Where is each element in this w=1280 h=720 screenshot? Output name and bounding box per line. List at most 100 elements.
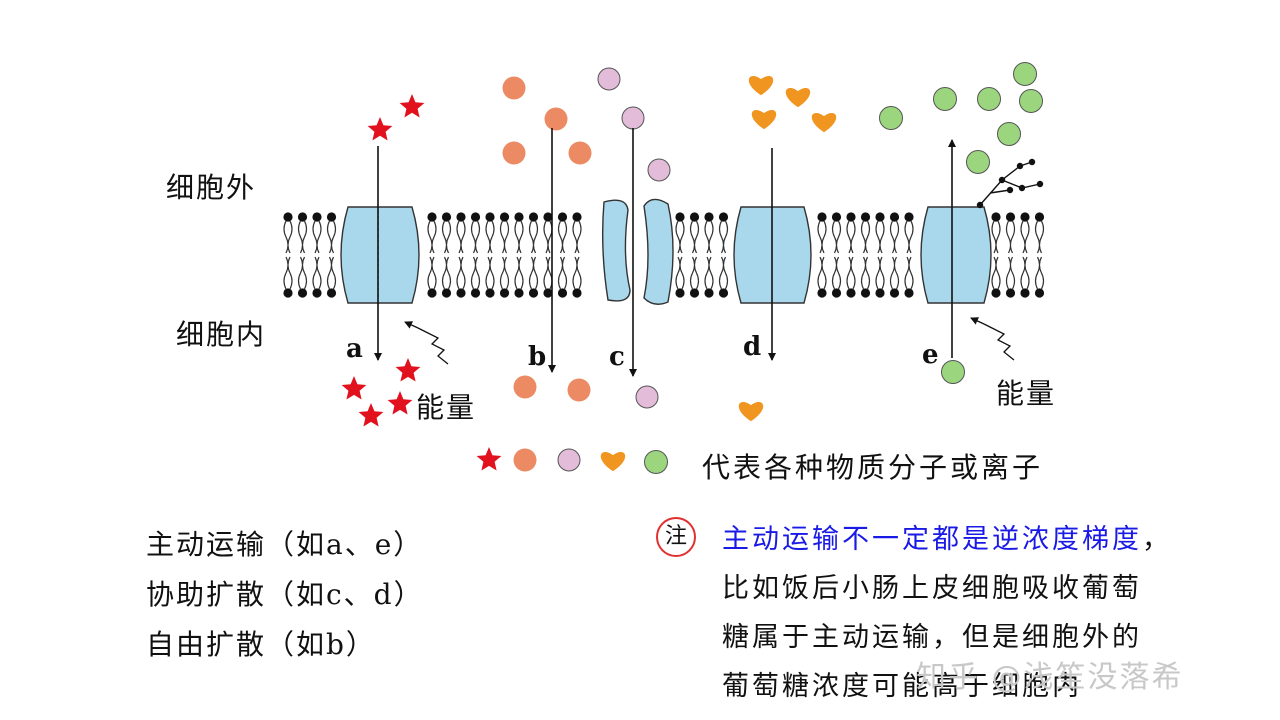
lipid-head-bottom <box>572 288 582 298</box>
lipid-head-top <box>904 212 914 222</box>
lipid-tail-top <box>427 220 437 254</box>
lipid-tail-top <box>557 220 568 254</box>
membrane-proteins <box>340 198 992 305</box>
lipid-head-top <box>689 212 700 222</box>
salmon-molecule <box>544 107 568 131</box>
lipid-tail-bottom <box>817 256 827 290</box>
lipid-head-bottom <box>312 288 322 298</box>
lipid-head-bottom <box>441 288 452 298</box>
lipid-head-top <box>514 212 524 222</box>
heart-molecule <box>738 401 764 422</box>
energy-squiggle-a <box>417 327 449 365</box>
lipid-head-bottom <box>846 288 856 298</box>
lipid-tail-top <box>283 220 293 254</box>
lipid-tail-bottom <box>1034 256 1045 290</box>
lipid-tail-top <box>675 220 685 254</box>
green-molecule <box>997 122 1021 146</box>
lipid-head-bottom <box>528 288 539 298</box>
lipid-head-bottom <box>889 288 900 298</box>
salmon-molecule <box>513 375 537 399</box>
lipid-head-top <box>485 212 495 222</box>
lipid-head-bottom <box>860 288 871 298</box>
lipid-tail-bottom <box>846 256 856 290</box>
lipid-tail-top <box>1020 220 1030 254</box>
lipid-head-bottom <box>297 288 308 298</box>
channel-label-d: d <box>743 332 762 362</box>
lipid-head-top <box>441 212 452 222</box>
lipid-head-top <box>456 212 466 222</box>
lipid-tail-top <box>543 220 553 254</box>
receptor-node <box>1028 158 1036 166</box>
legend-heart-icon <box>600 451 626 472</box>
lipid-tail-top <box>875 220 885 254</box>
lipid-head-top <box>860 212 871 222</box>
lipid-tail-top <box>312 220 322 254</box>
energy-label-a: 能量 <box>416 391 477 424</box>
energy-indicators <box>404 317 1015 365</box>
lipid-head-bottom <box>704 288 714 298</box>
green-molecule <box>1013 62 1037 86</box>
lipid-head-bottom <box>1020 288 1030 298</box>
energy-arrow-a <box>404 321 419 329</box>
lipid-head-top <box>875 212 885 222</box>
lipid-head-bottom <box>283 288 293 298</box>
legend-pink-circle-icon <box>557 448 581 472</box>
lipid-tail-bottom <box>312 256 322 290</box>
lipid-head-top <box>718 212 729 222</box>
inside-label: 细胞内 <box>176 318 267 351</box>
lipid-head-bottom <box>904 288 914 298</box>
transport-type-active: 主动运输（如a、e） <box>146 528 424 561</box>
star-molecule <box>367 117 393 141</box>
energy-arrow-e <box>970 317 985 325</box>
lipid-head-top <box>499 212 510 222</box>
green-molecule <box>879 106 903 130</box>
green-molecule <box>966 150 990 174</box>
receptor-node <box>976 201 984 209</box>
lipid-head-bottom <box>1005 288 1016 298</box>
note-line-2: 比如饭后小肠上皮细胞吸收葡萄 <box>722 573 1142 604</box>
lipid-head-bottom <box>543 288 553 298</box>
lipid-tail-top <box>860 220 871 254</box>
lipid-tail-top <box>904 220 914 254</box>
energy-squiggle-e <box>983 323 1015 361</box>
lipid-tail-bottom <box>499 256 510 290</box>
channel-label-e: e <box>922 340 939 370</box>
lipid-tail-bottom <box>831 256 842 290</box>
note-line-1-emphasis: 主动运输不一定都是逆浓度梯度 <box>722 524 1142 555</box>
lipid-tail-bottom <box>441 256 452 290</box>
star-molecule <box>341 376 367 400</box>
lipid-tail-top <box>528 220 539 254</box>
molecules <box>341 62 1044 427</box>
lipid-head-bottom <box>514 288 524 298</box>
lipid-tail-top <box>1034 220 1045 254</box>
lipid-tail-bottom <box>557 256 568 290</box>
receptor-branches <box>979 161 1041 206</box>
lipid-tail-bottom <box>528 256 539 290</box>
salmon-molecule <box>567 378 591 402</box>
channel-label-b: b <box>528 342 547 372</box>
lipid-head-top <box>297 212 308 222</box>
pink-molecule <box>635 385 659 409</box>
heart-molecule <box>748 75 774 96</box>
channel-label-c: c <box>609 342 625 372</box>
lipid-head-bottom <box>499 288 510 298</box>
lipid-head-bottom <box>485 288 495 298</box>
lipid-head-bottom <box>456 288 466 298</box>
heart-molecule <box>785 87 811 108</box>
transport-type-facilitated: 协助扩散（如c、d） <box>146 578 424 611</box>
lipid-head-top <box>572 212 582 222</box>
lipid-head-top <box>817 212 827 222</box>
lipid-tail-top <box>889 220 900 254</box>
receptor-node <box>1018 184 1026 192</box>
lipid-tail-bottom <box>1020 256 1030 290</box>
lipid-head-bottom <box>470 288 481 298</box>
outside-label: 细胞外 <box>166 171 257 204</box>
salmon-molecule <box>568 141 592 165</box>
lipid-tail-bottom <box>1005 256 1016 290</box>
lipid-head-top <box>557 212 568 222</box>
salmon-molecule <box>502 141 526 165</box>
lipid-head-top <box>312 212 322 222</box>
salmon-molecule <box>502 76 526 100</box>
lipid-head-top <box>543 212 553 222</box>
lipid-tail-top <box>470 220 481 254</box>
